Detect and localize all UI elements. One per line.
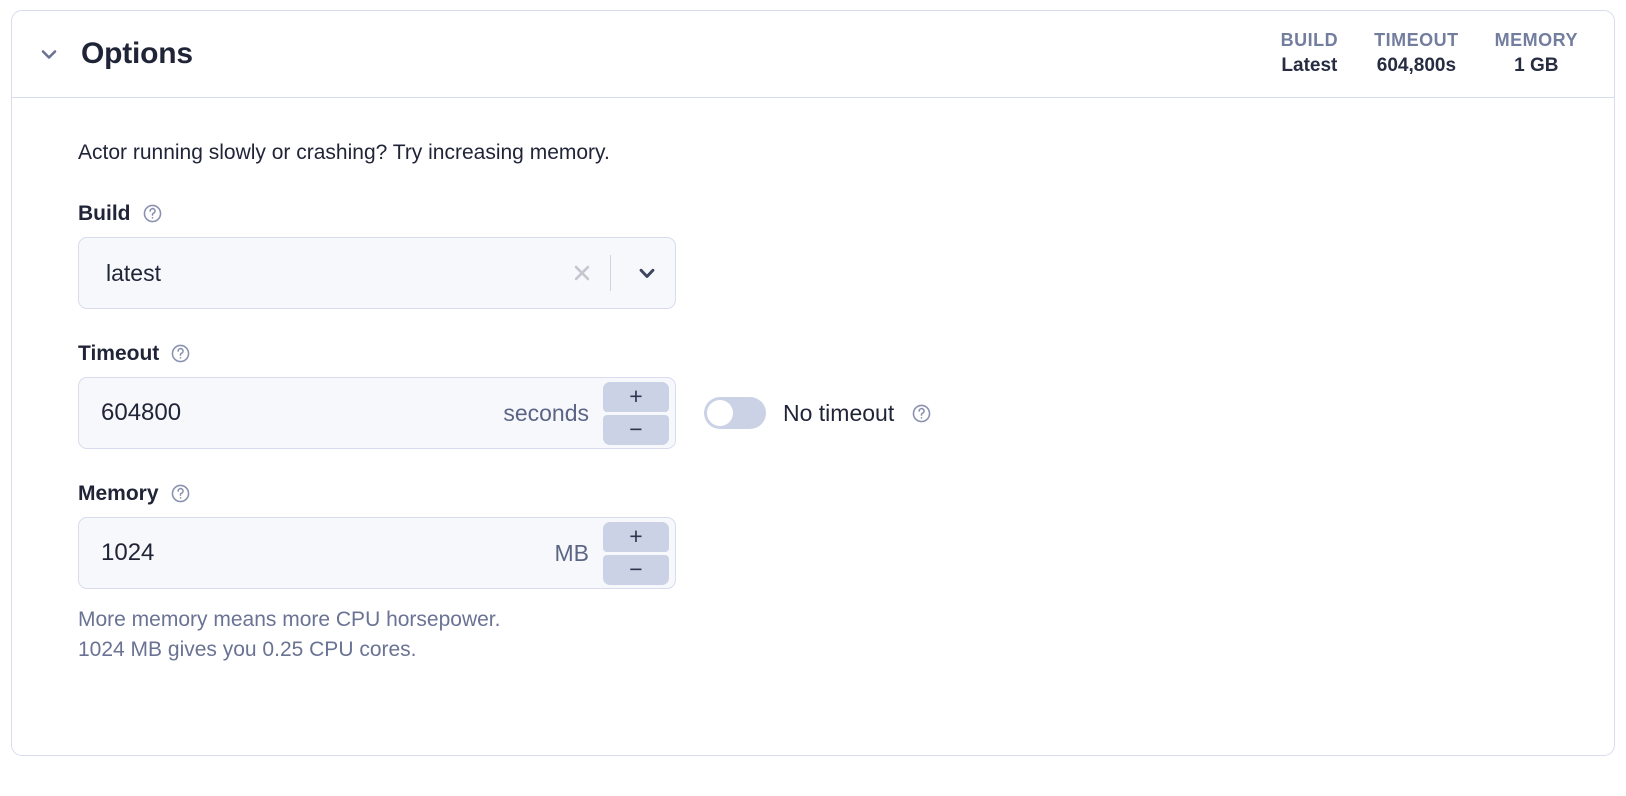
header-stats: BUILD Latest TIMEOUT 604,800s MEMORY 1 G… — [1281, 30, 1592, 77]
memory-field-block: Memory MB + − More memory means more CPU… — [78, 483, 1590, 665]
memory-helper-text: More memory means more CPU horsepower. 1… — [78, 605, 1590, 665]
memory-decrement-button[interactable]: − — [603, 554, 669, 585]
timeout-unit: seconds — [503, 399, 589, 426]
timeout-label-row: Timeout — [78, 343, 1590, 364]
build-select[interactable]: latest — [78, 237, 676, 310]
stat-memory-label: MEMORY — [1494, 30, 1578, 51]
chevron-down-icon[interactable] — [619, 260, 675, 286]
options-collapse-toggle[interactable]: Options — [36, 39, 193, 69]
toggle-knob — [707, 400, 733, 427]
stat-memory: MEMORY 1 GB — [1495, 30, 1578, 77]
memory-label-row: Memory — [78, 483, 1590, 504]
timeout-row: seconds + − No timeout — [78, 377, 1590, 450]
timeout-field-block: Timeout seconds + − — [78, 343, 1590, 450]
close-icon[interactable] — [562, 260, 602, 286]
build-field-block: Build latest — [78, 203, 1590, 310]
chevron-down-icon[interactable] — [36, 41, 62, 67]
timeout-input[interactable] — [79, 398, 504, 429]
memory-helper-line-1: More memory means more CPU horsepower. — [78, 608, 501, 632]
timeout-label: Timeout — [78, 342, 160, 366]
help-circle-icon[interactable] — [170, 343, 191, 364]
intro-text: Actor running slowly or crashing? Try in… — [78, 141, 610, 164]
no-timeout-toggle[interactable] — [704, 397, 766, 430]
build-select-value: latest — [106, 259, 161, 286]
memory-input-wrapper: MB + − — [78, 517, 676, 590]
stat-timeout-label: TIMEOUT — [1374, 30, 1459, 51]
options-card-header: Options BUILD Latest TIMEOUT 604,800s ME… — [12, 11, 1614, 98]
help-circle-icon[interactable] — [911, 403, 932, 424]
options-card-body: Actor running slowly or crashing? Try in… — [12, 98, 1614, 665]
stat-build-value: Latest — [1281, 54, 1338, 76]
stat-memory-value: 1 GB — [1514, 54, 1559, 76]
memory-unit: MB — [554, 539, 590, 566]
stat-timeout: TIMEOUT 604,800s — [1374, 30, 1459, 77]
select-divider — [610, 255, 611, 292]
memory-stepper: + − — [603, 521, 671, 585]
stat-build: BUILD Latest — [1281, 30, 1339, 77]
no-timeout-label: No timeout — [783, 399, 895, 426]
options-card: Options BUILD Latest TIMEOUT 604,800s ME… — [11, 10, 1615, 756]
help-circle-icon[interactable] — [170, 483, 191, 504]
timeout-decrement-button[interactable]: − — [603, 414, 669, 445]
memory-input[interactable] — [79, 538, 555, 569]
stat-build-label: BUILD — [1280, 30, 1339, 51]
timeout-increment-button[interactable]: + — [603, 381, 669, 412]
no-timeout-group: No timeout — [704, 397, 932, 430]
timeout-stepper: + − — [603, 381, 671, 445]
memory-increment-button[interactable]: + — [603, 521, 669, 552]
memory-helper-line-2: 1024 MB gives you 0.25 CPU cores. — [78, 638, 417, 661]
build-label: Build — [78, 202, 131, 226]
memory-label: Memory — [78, 482, 159, 506]
stat-timeout-value: 604,800s — [1376, 54, 1457, 76]
timeout-input-wrapper: seconds + − — [78, 377, 676, 450]
build-label-row: Build — [78, 203, 1590, 224]
help-circle-icon[interactable] — [142, 203, 163, 224]
page-title: Options — [81, 37, 193, 70]
